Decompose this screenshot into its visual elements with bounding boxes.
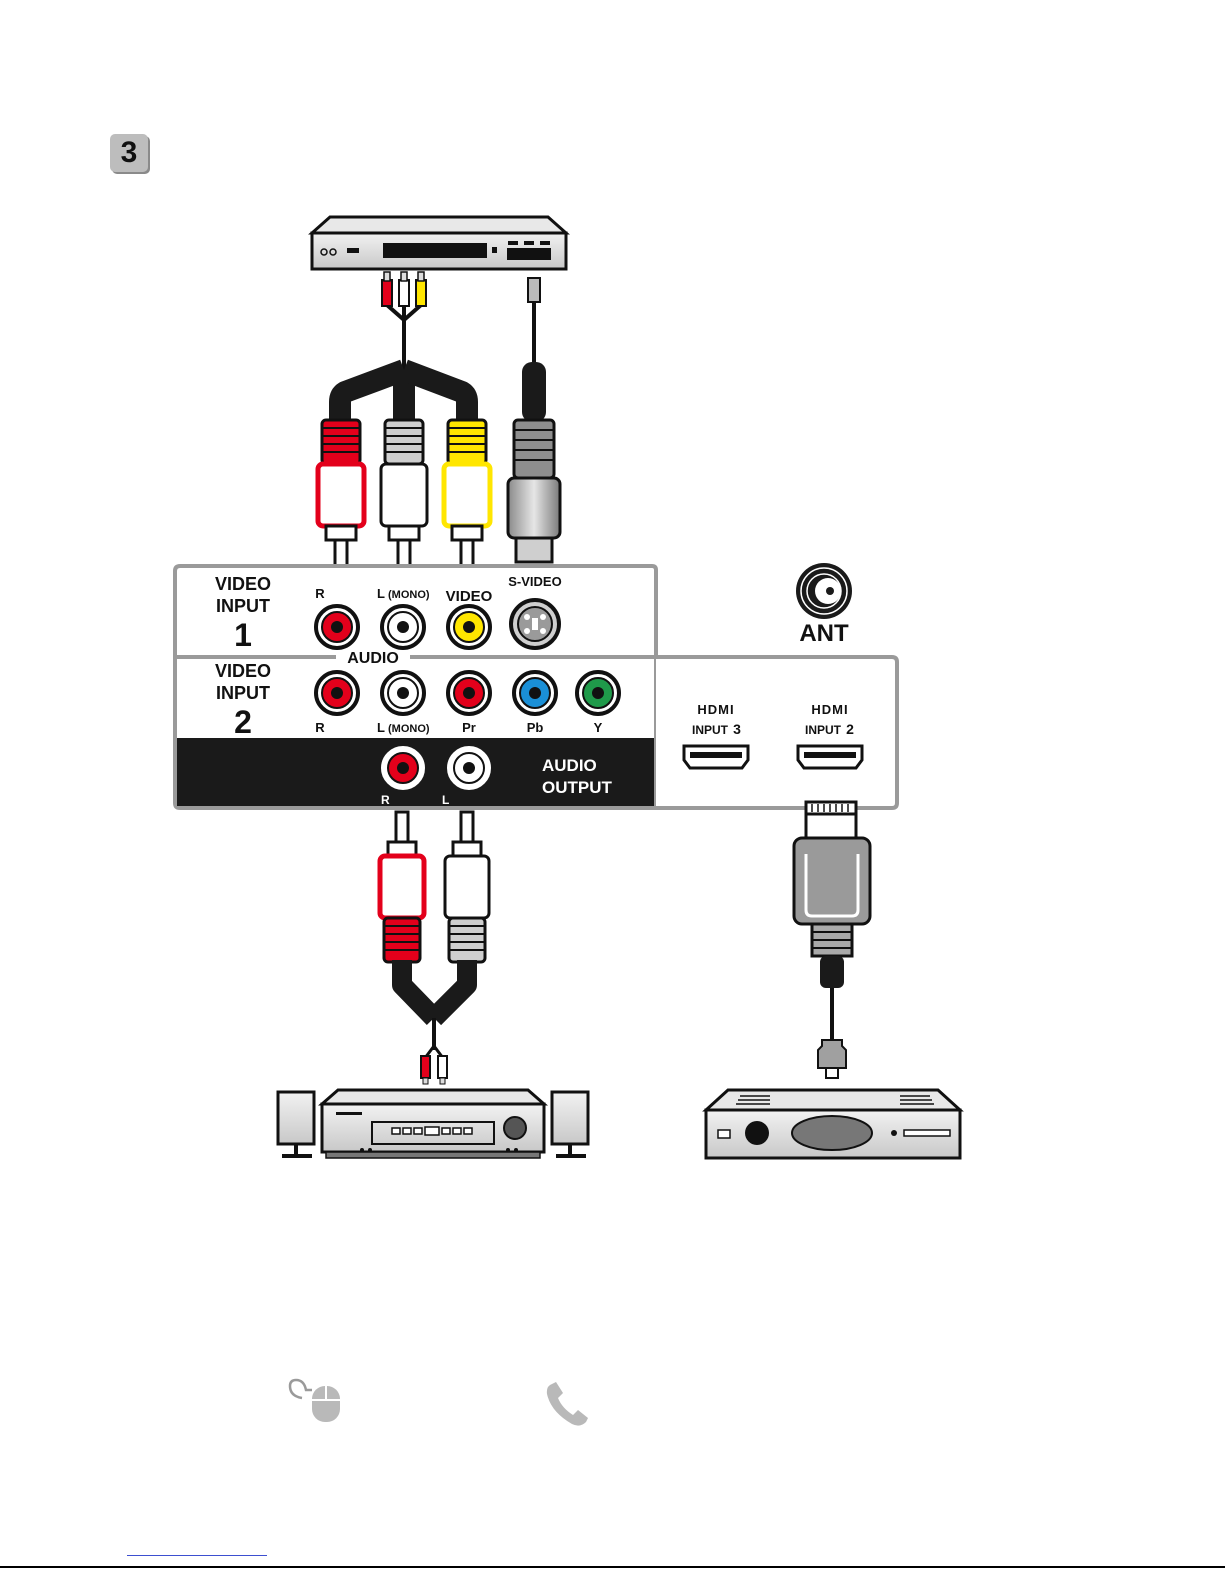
input1-svideo-label: S-VIDEO bbox=[508, 574, 561, 589]
speaker-icon bbox=[552, 1092, 588, 1158]
audio-receiver-icon bbox=[322, 1090, 544, 1158]
hdmi-cable bbox=[794, 802, 870, 1078]
phone-icon bbox=[542, 1378, 594, 1430]
mouse-icon bbox=[286, 1378, 346, 1424]
video-input-2-line2: INPUT bbox=[216, 683, 270, 703]
speaker-icon bbox=[278, 1092, 314, 1158]
rca-plug-yellow-top bbox=[444, 420, 490, 575]
audio-output-line1: AUDIO bbox=[542, 756, 597, 775]
rca-cable-bundle-top bbox=[340, 370, 467, 425]
rca-mini-plugs-top bbox=[382, 272, 426, 370]
antenna-label: ANT bbox=[799, 620, 849, 647]
step-number-badge: 3 bbox=[110, 134, 148, 172]
jack-input2-r bbox=[316, 672, 358, 714]
jack-input1-video bbox=[448, 606, 490, 648]
hdmi3-number: 3 bbox=[733, 721, 741, 737]
jack-audio-out-r bbox=[382, 747, 424, 789]
svideo-plug-top bbox=[508, 362, 560, 562]
jack-input2-l bbox=[382, 672, 424, 714]
input2-mono-label: (MONO) bbox=[388, 723, 430, 735]
jack-input1-r bbox=[316, 606, 358, 648]
jack-input2-y bbox=[577, 672, 619, 714]
input1-r-label: R bbox=[315, 586, 325, 601]
rca-plug-red-top bbox=[318, 420, 364, 575]
input1-mono-label: (MONO) bbox=[388, 589, 430, 601]
input2-r-label: R bbox=[315, 720, 325, 735]
input2-pb-label: Pb bbox=[527, 720, 544, 735]
jack-input1-svideo bbox=[511, 600, 559, 648]
antenna-connector-icon bbox=[796, 563, 852, 619]
input1-video-label: VIDEO bbox=[446, 588, 493, 605]
footer-link-underline bbox=[127, 1555, 267, 1556]
hdmi2-label: INPUT bbox=[805, 723, 842, 737]
hdmi2-logo: HDMI bbox=[811, 702, 848, 717]
audio-output-l-label: L bbox=[442, 793, 449, 807]
video-input-2-number: 2 bbox=[234, 704, 252, 740]
jack-input1-l bbox=[382, 606, 424, 648]
input2-pr-label: Pr bbox=[462, 720, 476, 735]
rca-plug-white-bottom bbox=[445, 812, 489, 962]
svideo-mini-plug-top bbox=[528, 278, 540, 365]
jack-input2-pr bbox=[448, 672, 490, 714]
hdmi2-port bbox=[798, 746, 862, 768]
input2-l-label: L bbox=[377, 720, 385, 735]
video-input-1-line2: INPUT bbox=[216, 596, 270, 616]
rca-plug-white-top bbox=[381, 420, 427, 575]
audio-label: AUDIO bbox=[347, 650, 399, 667]
input2-y-label: Y bbox=[594, 720, 603, 735]
rca-plug-red-bottom bbox=[380, 812, 424, 962]
audio-output-r-label: R bbox=[381, 793, 390, 807]
rca-cable-bundle-bottom bbox=[402, 960, 467, 1084]
video-input-1-number: 1 bbox=[234, 617, 252, 653]
dvd-player-icon bbox=[312, 217, 566, 269]
hdmi3-port bbox=[684, 746, 748, 768]
video-input-2-line1: VIDEO bbox=[215, 661, 271, 681]
hdmi3-logo: HDMI bbox=[697, 702, 734, 717]
hdmi3-label: INPUT bbox=[692, 723, 729, 737]
footer-rule bbox=[0, 1566, 1225, 1568]
jack-input2-pb bbox=[514, 672, 556, 714]
jack-audio-out-l bbox=[448, 747, 490, 789]
video-input-1-line1: VIDEO bbox=[215, 574, 271, 594]
input1-l-label: L bbox=[377, 586, 385, 601]
set-top-box-icon bbox=[706, 1090, 960, 1158]
hdmi2-number: 2 bbox=[846, 721, 854, 737]
audio-output-line2: OUTPUT bbox=[542, 778, 613, 797]
